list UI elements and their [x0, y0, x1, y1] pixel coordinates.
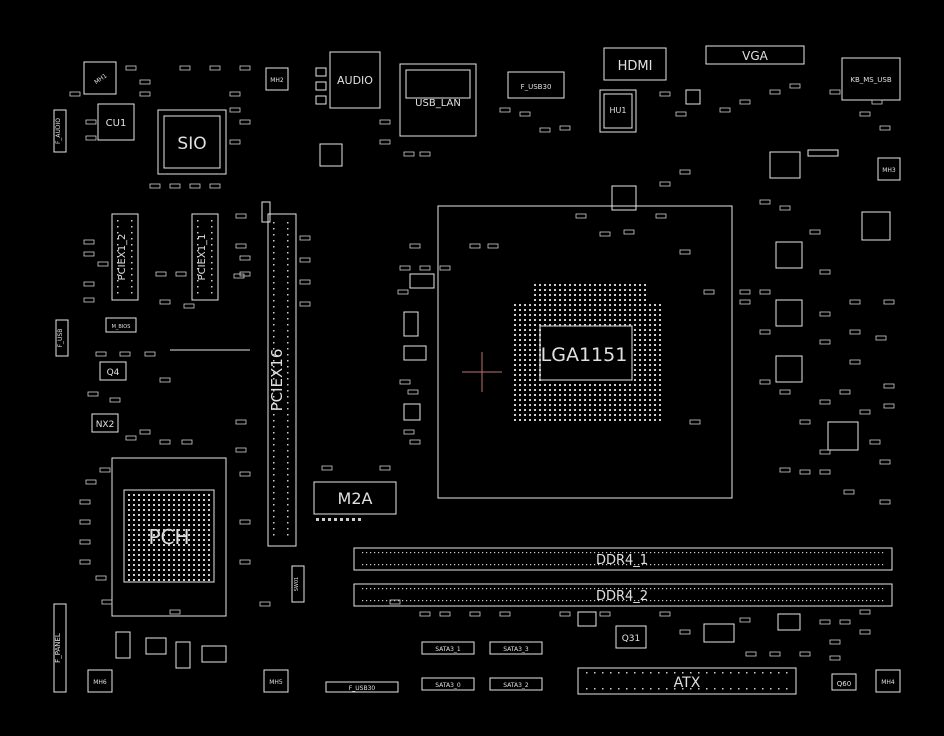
pciex1-1-label: PCIEX1_1: [197, 234, 208, 281]
vga-connector: VGA: [705, 45, 805, 65]
nx2-chip: NX2: [91, 413, 119, 433]
pin-pattern-layer: [69, 65, 895, 690]
q31-label: Q31: [622, 634, 641, 644]
kb-ms-usb-label: KB_MS_USB: [850, 76, 891, 84]
mh2-label: MH2: [270, 77, 284, 84]
cpu-socket-label: LGA1151: [541, 344, 628, 366]
sata3-0-port: SATA3_0: [421, 677, 475, 691]
pciex16-label: PCIEX16: [268, 349, 286, 412]
vga-label: VGA: [742, 49, 769, 63]
sw01-label: SW01: [294, 577, 300, 591]
mh2-mount-hole: MH2: [265, 67, 289, 91]
pciex16-slot: PCIEX16: [261, 201, 297, 547]
f-audio-header: F_AUDIO: [53, 109, 67, 153]
sata3-3-label: SATA3_3: [503, 646, 529, 653]
sata3-1-port: SATA3_1: [421, 641, 475, 655]
mh5-label: MH5: [269, 679, 283, 686]
sw01-switch: SW01: [291, 565, 305, 603]
mh3-label: MH3: [882, 167, 896, 174]
mh6-mount-hole: MH6: [87, 669, 113, 693]
atx-power-connector: ATX: [577, 667, 797, 695]
hdmi-connector: HDMI: [603, 47, 667, 81]
mh4-label: MH4: [881, 679, 895, 686]
m2a-slot: M2A: [313, 481, 397, 515]
hdmi-label: HDMI: [618, 59, 653, 74]
cu1-chip: CU1: [97, 103, 135, 141]
nx2-label: NX2: [96, 420, 115, 430]
hu1-label: HU1: [610, 106, 627, 115]
q60-transistor: Q60: [831, 673, 857, 691]
audio-label: AUDIO: [337, 74, 373, 87]
f-usb-header: F_USB: [55, 319, 69, 357]
sata3-2-port: SATA3_2: [489, 677, 543, 691]
usb-lan-connector: USB_LAN: [399, 63, 477, 137]
f-panel-header: F_PANEL: [53, 603, 67, 693]
ddr4-2-label: DDR4_2: [596, 589, 648, 604]
f-usb-label: F_USB: [57, 329, 64, 348]
sata3-3-port: SATA3_3: [489, 641, 543, 655]
pciex1-2-slot: PCIEX1_2: [111, 213, 139, 301]
mh4-mount-hole: MH4: [875, 669, 901, 693]
cpu-socket: LGA1151: [437, 185, 733, 499]
cu1-label: CU1: [106, 118, 127, 129]
hu1-chip: HU1: [599, 89, 637, 133]
mh3-mount-hole: MH3: [877, 157, 901, 181]
f-usb30-bottom-header: F_USB30: [325, 681, 399, 693]
q4-label: Q4: [107, 368, 120, 378]
sio-label: SIO: [177, 134, 206, 154]
m-bios-chip: M_BIOS: [105, 317, 137, 333]
f-usb30-bottom-label: F_USB30: [349, 685, 376, 692]
audio-connector: AUDIO: [329, 51, 381, 109]
mh6-label: MH6: [93, 679, 107, 686]
atx-label: ATX: [674, 675, 701, 691]
f-audio-label: F_AUDIO: [55, 118, 62, 144]
f-usb30-label: F_USB30: [521, 83, 552, 91]
m2a-label: M2A: [338, 489, 373, 508]
q31-transistor: Q31: [615, 625, 647, 649]
pciex1-2-label: PCIEX1_2: [117, 234, 128, 281]
f-usb30-header: F_USB30: [507, 71, 565, 99]
q60-label: Q60: [837, 680, 851, 688]
sata3-1-label: SATA3_1: [435, 646, 461, 653]
q4-transistor: Q4: [99, 361, 127, 381]
mh5-mount-hole: MH5: [263, 669, 289, 693]
sata3-0-label: SATA3_0: [435, 682, 461, 689]
sata3-2-label: SATA3_2: [503, 682, 529, 689]
pciex1-1-slot: PCIEX1_1: [191, 213, 219, 301]
kb-ms-usb-connector: KB_MS_USB: [841, 57, 901, 101]
m-bios-label: M_BIOS: [112, 324, 131, 330]
ddr4-1-label: DDR4_1: [596, 553, 648, 568]
sio-chip: SIO: [157, 109, 227, 175]
usb-lan-label: USB_LAN: [415, 98, 461, 109]
f-panel-label: F_PANEL: [54, 633, 62, 663]
